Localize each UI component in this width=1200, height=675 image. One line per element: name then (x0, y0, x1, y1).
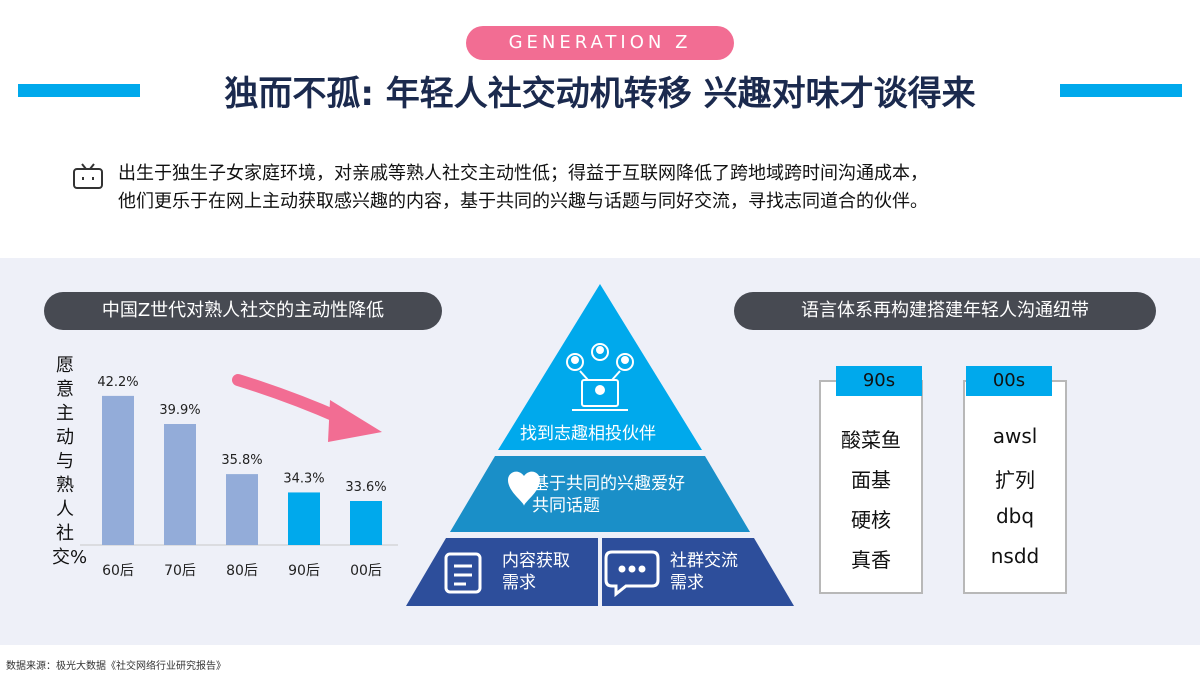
pyramid-bottom-left-line-1: 内容获取 (502, 551, 570, 571)
bar-value-label: 35.8% (221, 453, 262, 468)
title-accent-bar-left (18, 84, 140, 97)
pyramid-bottom-left-label: 内容获取 需求 (502, 550, 570, 594)
people-network-icon (566, 343, 634, 411)
x-tick-label: 00后 (350, 563, 382, 579)
bar-60后 (102, 395, 134, 545)
x-tick-label: 90后 (288, 563, 320, 579)
bar-value-label: 39.9% (159, 403, 200, 418)
right-section-title: 语言体系再构建搭建年轻人沟通纽带 (734, 292, 1156, 330)
bar-90后 (288, 492, 320, 545)
left-section-title: 中国Z世代对熟人社交的主动性降低 (44, 292, 442, 330)
slang-item: dbq (995, 504, 1035, 528)
chart-ylabel: 愿意主动与熟人社交% (52, 355, 88, 568)
chat-bubble-icon (604, 550, 660, 598)
page-title: 独而不孤: 年轻人社交动机转移 兴趣对味才谈得来 (224, 74, 976, 114)
bar-value-label: 42.2% (97, 375, 138, 390)
slang-column-90s (819, 380, 923, 594)
generation-z-tag: GENERATION Z (466, 26, 734, 60)
intro-line-2: 他们更乐于在网上主动获取感兴趣的内容，基于共同的兴趣与话题与同好交流，寻找志同道… (118, 191, 928, 212)
slang-item: 硬核 (851, 508, 891, 532)
content-doc-icon (444, 552, 482, 594)
intro-line-1: 出生于独生子女家庭环境，对亲戚等熟人社交主动性低；得益于互联网降低了跨地域跨时间… (118, 163, 928, 184)
bar-chart: 42.2% 60后 39.9% 70后 35.8% 80后 34.3% 90后 33.6% 00后 (80, 375, 398, 579)
slang-item: 酸菜鱼 (841, 428, 901, 452)
pyramid-bottom-right-line-2: 需求 (670, 573, 704, 593)
title-accent-bar-right (1060, 84, 1182, 97)
pyramid-bottom-left-line-2: 需求 (502, 573, 536, 593)
bar-70后 (164, 424, 196, 545)
slang-item: 面基 (851, 468, 891, 492)
x-tick-label: 70后 (164, 563, 196, 579)
bar-value-label: 34.3% (283, 471, 324, 486)
heart-icon (508, 471, 540, 506)
pyramid-middle-line-1: 基于共同的兴趣爱好 (532, 474, 685, 494)
pyramid-top-label: 找到志趣相投伙伴 (520, 424, 656, 444)
column-header-90s: 90s (836, 366, 922, 396)
tv-icon (73, 163, 103, 189)
data-source: 数据来源：极光大数据《社交网络行业研究报告》 (6, 661, 226, 672)
pyramid-bottom-right-tier (602, 538, 794, 606)
pyramid-middle-label: 基于共同的兴趣爱好 共同话题 (532, 473, 685, 517)
bar-value-label: 33.6% (345, 480, 386, 495)
motivation-pyramid (406, 284, 794, 606)
pyramid-bottom-right-label: 社群交流 需求 (670, 550, 738, 594)
x-tick-label: 60后 (102, 563, 134, 579)
pyramid-bottom-right-line-1: 社群交流 (670, 551, 738, 571)
pyramid-top-tier (498, 284, 702, 450)
bar-00后 (350, 501, 382, 545)
slang-item: awsl (992, 424, 1038, 448)
intro-text: 出生于独生子女家庭环境，对亲戚等熟人社交主动性低；得益于互联网降低了跨地域跨时间… (118, 160, 1158, 216)
x-tick-label: 80后 (226, 563, 258, 579)
pyramid-middle-line-2: 共同话题 (532, 496, 600, 516)
slang-item: 真香 (851, 548, 891, 572)
slang-item: nsdd (990, 544, 1040, 568)
column-header-00s: 00s (966, 366, 1052, 396)
decline-arrow-icon (232, 374, 382, 442)
slang-item: 扩列 (995, 468, 1035, 492)
bar-80后 (226, 474, 258, 545)
